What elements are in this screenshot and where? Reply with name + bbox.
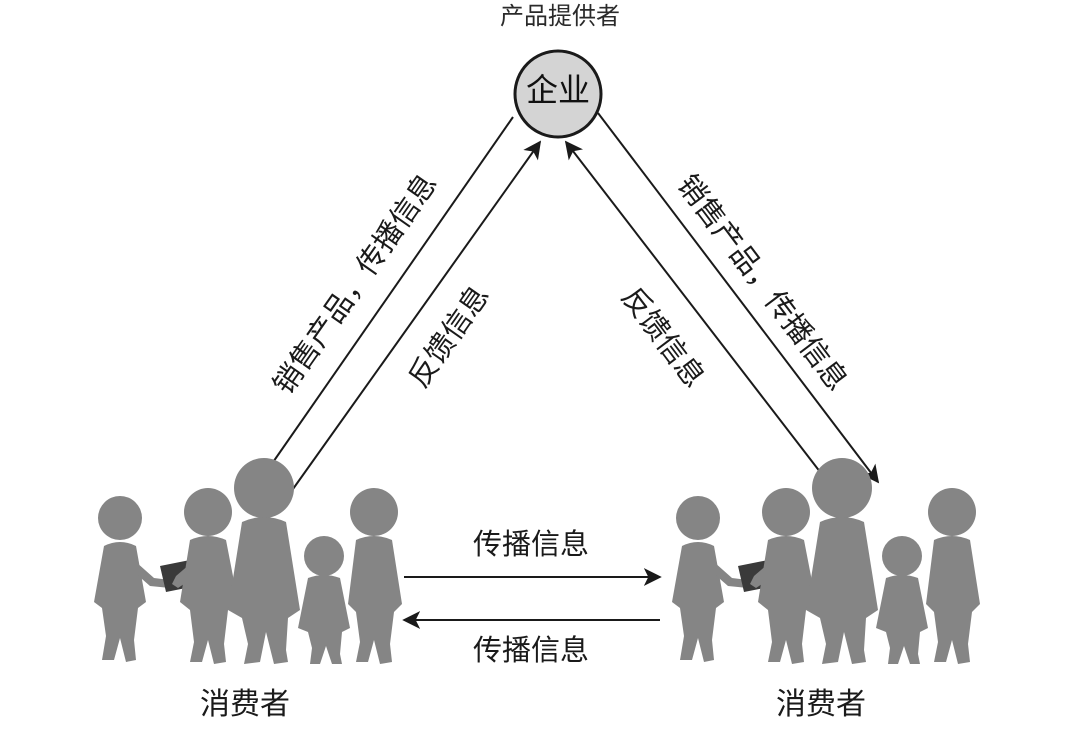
enterprise-node-label: 企业 — [525, 71, 590, 109]
middle-bottom-label: 传播信息 — [472, 633, 589, 667]
right-outer-arrow — [597, 112, 880, 484]
right-inner-arrow — [564, 140, 835, 491]
left-inner-arrow — [287, 140, 542, 497]
middle-top-label: 传播信息 — [472, 527, 589, 561]
provider-label: 产品提供者 — [500, 2, 620, 30]
right-consumer-label: 消费者 — [776, 687, 866, 722]
left-outer-arrow — [260, 116, 514, 480]
left-consumer-label: 消费者 — [200, 687, 290, 722]
right-consumer-group-icon — [672, 458, 980, 664]
left-consumer-group-icon — [94, 458, 402, 664]
enterprise-node-circle — [513, 49, 603, 139]
